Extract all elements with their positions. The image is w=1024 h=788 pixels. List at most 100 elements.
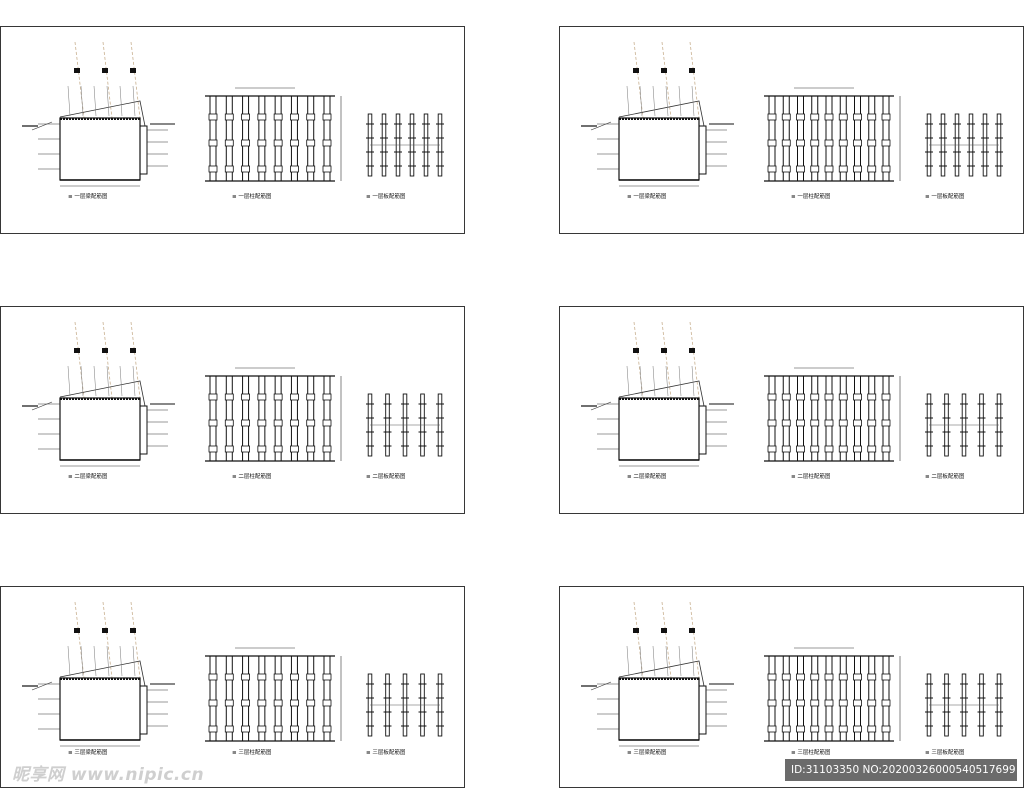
stirrup-box	[881, 139, 891, 147]
panel-caption: ≡ 一层梁配筋图	[68, 192, 108, 200]
tag-mark	[74, 628, 80, 633]
rebar-tick	[652, 645, 656, 677]
rebar-tick	[665, 85, 669, 117]
stirrup-box	[781, 725, 791, 733]
stirrup-box	[290, 419, 299, 427]
stirrup-box	[853, 699, 862, 707]
stirrup-box	[306, 139, 316, 147]
tag-mark	[74, 68, 80, 73]
rebar-tick	[652, 365, 656, 397]
stirrup-box	[867, 419, 877, 427]
wall-section	[139, 685, 148, 735]
stirrup-box	[824, 393, 834, 401]
stirrup-box	[767, 445, 777, 453]
stirrup-box	[824, 699, 834, 707]
panel-frame	[0, 306, 465, 514]
roof-line	[59, 100, 146, 127]
panel-frame	[559, 586, 1024, 788]
column-strip	[323, 95, 331, 182]
stirrup-box	[796, 165, 805, 173]
stirrup-box	[781, 419, 791, 427]
roof-line	[59, 380, 146, 407]
stirrup-box	[881, 445, 891, 453]
column-strip	[882, 95, 890, 182]
stirrup-box	[824, 419, 834, 427]
stirrup-box	[796, 139, 805, 147]
column-strip	[782, 95, 790, 182]
stirrup-box	[322, 419, 332, 427]
stirrup-box	[290, 725, 299, 733]
column-strip	[242, 655, 250, 742]
stirrup-box	[881, 113, 891, 121]
stirrup-box	[290, 139, 299, 147]
stirrup-box	[824, 113, 834, 121]
stirrup-box	[306, 445, 316, 453]
stirrup-box	[224, 113, 234, 121]
rebar-tick	[678, 85, 682, 117]
column-strip	[811, 95, 819, 182]
column-strip	[854, 95, 861, 182]
leader-line	[633, 321, 644, 399]
wall-section	[698, 685, 707, 735]
stirrup-box	[838, 445, 848, 453]
rebar-tick	[132, 365, 136, 397]
column-strip	[307, 95, 315, 182]
stirrup-box	[322, 725, 332, 733]
leader-line	[130, 41, 141, 119]
leader-line	[689, 321, 700, 399]
stirrup-box	[273, 725, 283, 733]
column-strip	[868, 655, 876, 742]
stirrup-box	[306, 673, 316, 681]
tag-mark	[102, 68, 108, 73]
stirrup-box	[810, 393, 820, 401]
stirrup-box	[853, 393, 862, 401]
stirrup-box	[273, 445, 283, 453]
stirrup-box	[224, 673, 234, 681]
column-strip	[209, 375, 217, 462]
panel-frame	[559, 26, 1024, 234]
panel-caption: ≡ 二层板配筋图	[925, 472, 965, 480]
panel-caption: ≡ 二层板配筋图	[366, 472, 406, 480]
side-leader	[590, 681, 612, 691]
panel-caption: ≡ 一层板配筋图	[366, 192, 406, 200]
column-strip	[307, 375, 315, 462]
stirrup-box	[273, 165, 283, 173]
beam-section	[618, 677, 700, 741]
column-strip	[258, 95, 266, 182]
rebar-tick	[691, 645, 695, 677]
column-strip	[782, 655, 790, 742]
column-strip	[225, 95, 233, 182]
column-strip	[274, 375, 282, 462]
column-strip	[839, 655, 847, 742]
column-strip	[209, 655, 217, 742]
stirrup-box	[767, 139, 777, 147]
stirrup-box	[208, 139, 218, 147]
side-leader	[31, 121, 53, 131]
drawing-panel-5: ≡ 三层梁配筋图≡ 三层柱配筋图≡ 三层板配筋图	[0, 586, 465, 788]
stirrup-box	[322, 165, 332, 173]
stirrup-box	[224, 725, 234, 733]
stirrup-box	[867, 165, 877, 173]
rebar-tick	[678, 645, 682, 677]
panel-caption: ≡ 三层梁配筋图	[68, 748, 108, 756]
stirrup-box	[796, 725, 805, 733]
leader-line	[633, 601, 644, 679]
stirrup-box	[208, 673, 218, 681]
side-leader	[31, 401, 53, 411]
stirrup-box	[273, 113, 283, 121]
tag-mark	[102, 628, 108, 633]
column-strip	[782, 375, 790, 462]
tag-mark	[633, 348, 639, 353]
column-strip	[323, 655, 331, 742]
column-strip	[290, 375, 298, 462]
column-strip	[882, 655, 890, 742]
stirrup-box	[853, 113, 862, 121]
column-strip	[258, 375, 266, 462]
stirrup-box	[781, 165, 791, 173]
stirrup-box	[881, 699, 891, 707]
column-strip	[839, 95, 847, 182]
column-strip	[290, 655, 298, 742]
stirrup-box	[824, 673, 834, 681]
tag-mark	[661, 348, 667, 353]
stirrup-box	[257, 445, 267, 453]
